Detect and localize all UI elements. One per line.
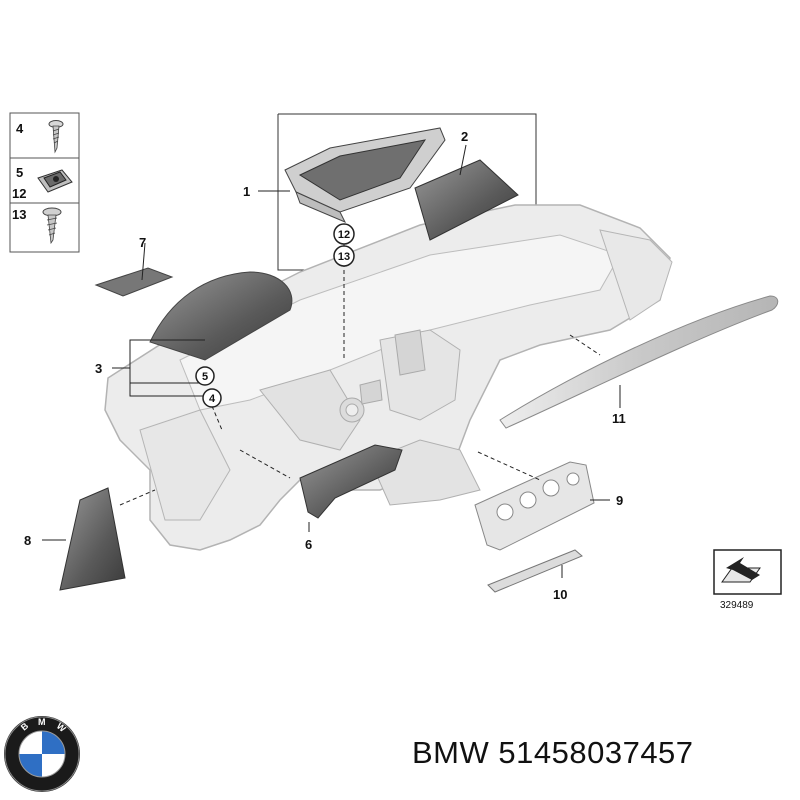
callout-10: 10 xyxy=(553,587,567,602)
circled-number-13: 13 xyxy=(338,251,350,263)
callout-3: 3 xyxy=(95,361,102,376)
svg-text:B: B xyxy=(19,720,31,732)
circled-number-12: 12 xyxy=(338,229,350,241)
callout-6: 6 xyxy=(305,537,312,552)
callout-9: 9 xyxy=(616,493,623,508)
circled-callout-5: 5 xyxy=(195,366,215,386)
circled-callout-12: 12 xyxy=(333,223,355,245)
dashboard-carrier xyxy=(104,204,673,551)
switch-strip-part xyxy=(487,549,583,593)
legend-number-12: 12 xyxy=(12,186,26,201)
trim-strip-part xyxy=(499,295,779,429)
parts-legend: 4 5 12 13 xyxy=(9,112,80,253)
callout-1: 1 xyxy=(243,184,250,199)
glovebox-part xyxy=(284,127,446,223)
side-cover-part xyxy=(59,487,126,591)
orientation-icon xyxy=(713,549,782,595)
cover-pad-part xyxy=(94,267,174,297)
screw-icon xyxy=(48,120,64,154)
clip-nut-icon xyxy=(37,169,73,193)
svg-text:M: M xyxy=(38,717,46,727)
instrument-hood-part xyxy=(149,271,293,361)
bmw-logo: B M W xyxy=(4,716,80,792)
brand-part-number-caption: BMW 51458037457 xyxy=(412,735,694,771)
control-panel-part xyxy=(474,461,595,551)
circled-number-4: 4 xyxy=(209,393,216,405)
glovebox-insert-part xyxy=(414,159,519,241)
legend-number-5: 5 xyxy=(16,165,23,180)
callout-7: 7 xyxy=(139,235,146,250)
center-vent-part xyxy=(299,444,403,519)
circled-callout-13: 13 xyxy=(333,245,355,267)
part-number: 51458037457 xyxy=(498,735,694,770)
callout-8: 8 xyxy=(24,533,31,548)
circled-callout-4: 4 xyxy=(202,388,222,408)
legend-number-13: 13 xyxy=(12,207,26,222)
callout-2: 2 xyxy=(461,129,468,144)
callout-11: 11 xyxy=(612,411,626,426)
brand-name: BMW xyxy=(412,735,490,770)
circled-number-5: 5 xyxy=(202,371,208,383)
tapping-screw-icon xyxy=(42,207,62,245)
diagram-id: 329489 xyxy=(720,600,754,611)
legend-number-4: 4 xyxy=(16,121,24,136)
